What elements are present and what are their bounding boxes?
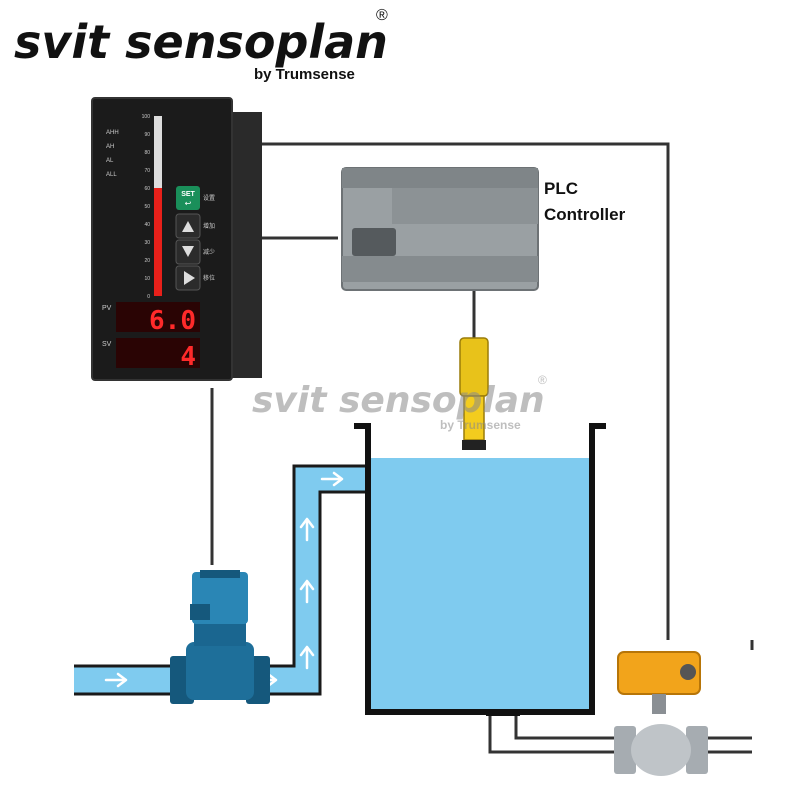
- water-tank: [354, 423, 606, 716]
- triangle-down-icon: [182, 246, 194, 257]
- alarm-label: AHH: [106, 130, 119, 136]
- pv-value: 6.0: [149, 306, 196, 336]
- watermark-name: svit sensoplan: [252, 380, 545, 421]
- plc-serial-port: [352, 228, 396, 256]
- signal-wires: [210, 142, 754, 754]
- alarm-labels: AHH AH AL ALL: [106, 130, 119, 178]
- arrow-up-icon: [299, 579, 315, 604]
- alarm-label: AH: [106, 144, 114, 150]
- button-caption: 增加: [203, 222, 215, 230]
- scale-tick-label: 10: [144, 276, 150, 282]
- arrow-up-icon: [299, 645, 315, 670]
- arrow-right-icon: [104, 672, 128, 688]
- alarm-label: AL: [106, 158, 114, 164]
- set-button-label: SET: [181, 191, 195, 198]
- scale-tick-label: 70: [144, 168, 150, 174]
- flow-arrows: [104, 471, 344, 688]
- pump: [170, 570, 270, 704]
- brand-logo: svit sensoplan ® by Trumsense: [14, 7, 388, 83]
- sv-display: [116, 338, 200, 368]
- tank-drain-outlet: [486, 710, 520, 716]
- scale-tick-label: 100: [142, 114, 151, 120]
- triangle-right-icon: [184, 271, 195, 285]
- valve-indicator: [680, 664, 696, 680]
- wire-indicator-to-valve: [262, 142, 670, 640]
- scale-tick-label: 20: [144, 258, 150, 264]
- valve-flange-right: [686, 726, 708, 774]
- watermark-registered-mark: ®: [538, 373, 547, 387]
- valve-stem: [652, 694, 666, 714]
- sv-value: 4: [180, 342, 196, 372]
- watermark-byline: by Trumsense: [440, 418, 521, 432]
- scale-tick-label: 30: [144, 240, 150, 246]
- alarm-label: ALL: [106, 172, 117, 178]
- riser-outer-edge: [248, 464, 368, 668]
- plc-module: [341, 167, 539, 291]
- scale-tick-label: 60: [144, 186, 150, 192]
- arrow-right-icon: [320, 471, 344, 487]
- pv-display: [116, 302, 200, 332]
- sv-label: SV: [102, 341, 112, 348]
- valve-flange-left: [614, 726, 636, 774]
- plc-terminal-row-bottom: [342, 256, 538, 282]
- tank-wall: [354, 423, 606, 715]
- brand-registered-mark: ®: [376, 7, 388, 24]
- button-caption: 减少: [203, 248, 215, 256]
- plc-terminal-row-top: [392, 188, 538, 224]
- set-button[interactable]: [176, 186, 200, 210]
- bar-level-fill: [154, 188, 162, 296]
- watermark-logo: svit sensoplan ® by Trumsense: [252, 373, 547, 432]
- scale-tick-label: 0: [147, 294, 150, 300]
- enter-icon: ↩: [185, 199, 192, 208]
- brand-byline: by Trumsense: [254, 66, 355, 83]
- button-caption: 设置: [203, 194, 215, 202]
- tank-water: [368, 458, 592, 712]
- valve-body: [631, 724, 691, 776]
- pump-motor-cap: [200, 570, 240, 578]
- scale-tick-label: 50: [144, 204, 150, 210]
- sensor-tip: [462, 440, 486, 450]
- plc-top-strip: [342, 168, 538, 188]
- brand-name: svit sensoplan: [14, 15, 388, 69]
- motorized-valve: [614, 651, 708, 776]
- button-caption: 移位: [203, 274, 215, 282]
- scale-tick-label: 90: [144, 132, 150, 138]
- triangle-up-icon: [182, 221, 194, 232]
- scale-tick-label: 40: [144, 222, 150, 228]
- plc-label-line1: PLC: [544, 179, 578, 198]
- pump-body: [186, 642, 254, 700]
- scale-tick-label: 80: [144, 150, 150, 156]
- ultrasonic-level-sensor: [459, 337, 489, 450]
- pump-terminal-box: [190, 604, 210, 620]
- pv-label: PV: [102, 305, 112, 312]
- plc-label-line2: Controller: [544, 205, 626, 224]
- arrow-up-icon: [299, 517, 315, 542]
- riser-inner-edge: [248, 490, 368, 696]
- indicator-side-housing: [232, 112, 262, 378]
